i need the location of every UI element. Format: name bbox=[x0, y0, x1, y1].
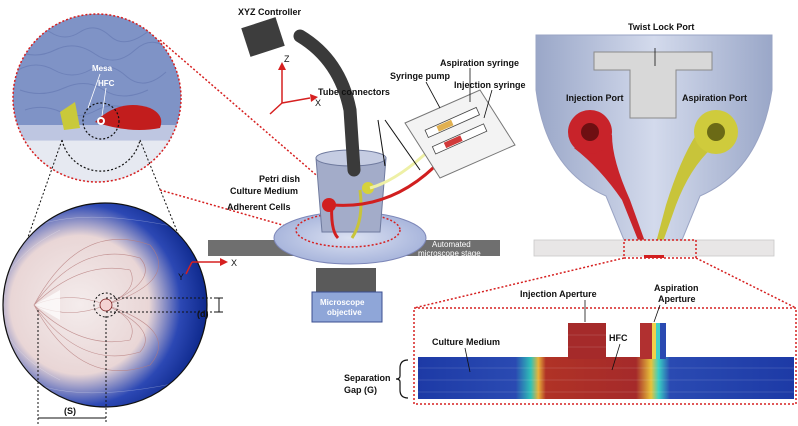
aspiration-port-label: Aspiration Port bbox=[682, 93, 747, 103]
injection-aperture-label: Injection Aperture bbox=[520, 289, 597, 299]
probe-holder bbox=[241, 17, 387, 240]
xyz-controller-label: XYZ Controller bbox=[238, 7, 302, 17]
twist-lock-port bbox=[593, 51, 713, 119]
xyz-controller-arm bbox=[293, 29, 361, 177]
aspiration-aperture-label-line2: Aperture bbox=[658, 294, 696, 304]
red-guide-lines bbox=[159, 39, 323, 231]
aspiration-syringe-label: Aspiration syringe bbox=[440, 58, 519, 68]
hfc-label-top: HFC bbox=[98, 79, 115, 88]
s-dimension-label: (S) bbox=[64, 406, 76, 416]
section-zoom-guides bbox=[413, 257, 797, 405]
twist-lock-port-label: Twist Lock Port bbox=[628, 22, 694, 32]
objective-label-line1: Microscope bbox=[320, 298, 365, 307]
injection-port-label: Injection Port bbox=[566, 93, 624, 103]
aspiration-aperture-label-line1: Aspiration bbox=[654, 283, 699, 293]
microscope-objective bbox=[311, 291, 383, 323]
culture-medium-label: Culture Medium bbox=[230, 186, 298, 196]
axis-z-label: Z bbox=[284, 54, 290, 64]
flow-axis-x-label: X bbox=[231, 258, 237, 268]
flow-axes: X Y bbox=[178, 258, 237, 282]
cell-zoom-circle: Mesa HFC bbox=[12, 13, 182, 183]
objective-label-line2: objective bbox=[327, 308, 362, 317]
flow-field-circle: (d) (S) bbox=[2, 202, 223, 424]
stage-and-dish: Automated microscope stage Microscope ob… bbox=[208, 211, 500, 323]
axis-x-label: X bbox=[315, 98, 321, 108]
injection-flow-tip bbox=[95, 105, 162, 130]
section-culture-medium-label: Culture Medium bbox=[432, 337, 500, 347]
d-dimension-label: (d) bbox=[197, 309, 209, 319]
tube-connectors-label: Tube connectors bbox=[318, 87, 390, 97]
petri-dish-label: Petri dish bbox=[259, 174, 300, 184]
syringe-pump-label: Syringe pump bbox=[390, 71, 451, 81]
main-axes: Z X bbox=[269, 54, 321, 115]
stage-label-line1: Automated bbox=[432, 240, 471, 249]
section-hfc-label: HFC bbox=[609, 333, 628, 343]
probe-cross-section: Twist Lock Port Injection Port Aspiratio… bbox=[533, 22, 775, 259]
separation-gap-label-line1: Separation bbox=[344, 373, 391, 383]
flow-axis-y-label: Y bbox=[178, 272, 184, 282]
mesa-label: Mesa bbox=[92, 64, 113, 73]
stage-label-line2: microscope stage bbox=[418, 249, 481, 258]
aspiration-flow-tip bbox=[60, 102, 80, 130]
injection-syringe-label: Injection syringe bbox=[454, 80, 526, 90]
injection-aperture-column bbox=[568, 323, 606, 359]
xyz-controller-head bbox=[241, 17, 285, 57]
adherent-cells-label: Adherent Cells bbox=[227, 202, 291, 212]
syringe-pump bbox=[404, 89, 516, 179]
separation-gap-label-line2: Gap (G) bbox=[344, 385, 377, 395]
simulation-section: Injection Aperture Aspiration Aperture C… bbox=[344, 283, 794, 399]
separation-gap-brace bbox=[395, 359, 409, 399]
